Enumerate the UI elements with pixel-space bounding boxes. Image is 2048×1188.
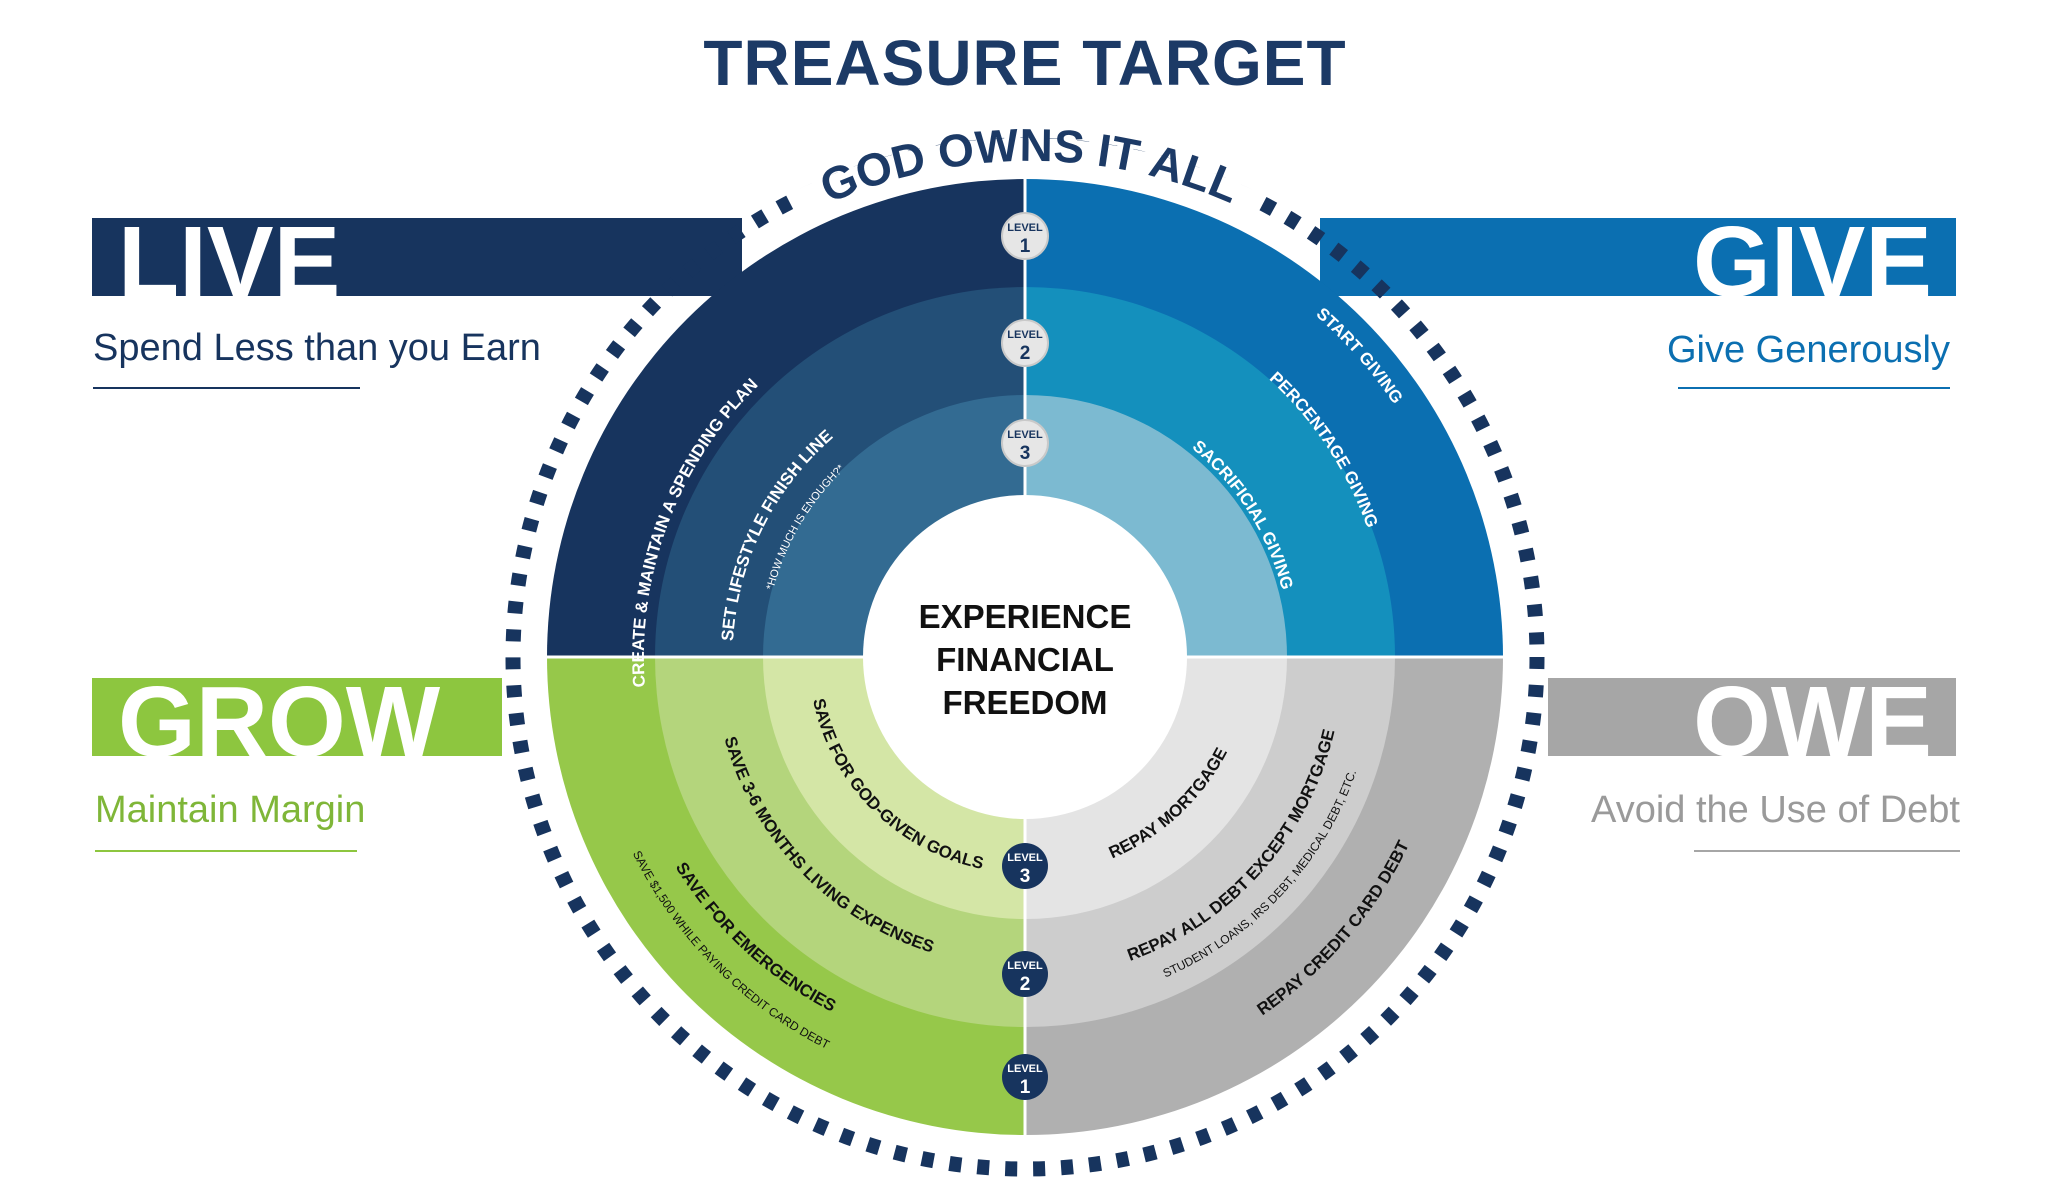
level-badge-bottom-1: LEVEL 1 bbox=[1002, 1054, 1048, 1100]
badge-number: 1 bbox=[1020, 236, 1031, 257]
center-line-2: FINANCIAL bbox=[936, 641, 1114, 678]
live-tagline: Spend Less than you Earn bbox=[93, 327, 541, 369]
badge-number: 3 bbox=[1020, 443, 1031, 464]
badge-label: LEVEL bbox=[1007, 960, 1043, 972]
live-banner: LIVE bbox=[92, 206, 742, 318]
center-line-3: FREEDOM bbox=[943, 684, 1108, 721]
grow-banner: GROW bbox=[92, 666, 502, 778]
give-tagline: Give Generously bbox=[1667, 329, 1950, 371]
badge-number: 1 bbox=[1020, 1077, 1031, 1098]
badge-number: 2 bbox=[1020, 343, 1031, 364]
grow-tagline: Maintain Margin bbox=[95, 789, 365, 831]
level-badge-bottom-2: LEVEL 2 bbox=[1002, 951, 1048, 997]
give-banner-label: GIVE bbox=[1693, 206, 1932, 318]
live-banner-label: LIVE bbox=[118, 206, 340, 318]
badge-label: LEVEL bbox=[1007, 329, 1043, 341]
owe-banner: OWE bbox=[1548, 666, 1956, 778]
grow-banner-label: GROW bbox=[118, 666, 441, 778]
level-badge-top-2: LEVEL 2 bbox=[1001, 319, 1049, 367]
center-circle bbox=[863, 495, 1187, 819]
badge-label: LEVEL bbox=[1007, 222, 1043, 234]
badge-number: 2 bbox=[1020, 974, 1031, 995]
level-badge-top-3: LEVEL 3 bbox=[1001, 419, 1049, 467]
owe-banner-label: OWE bbox=[1693, 666, 1932, 778]
level-badge-bottom-3: LEVEL 3 bbox=[1002, 843, 1048, 889]
page-title: TREASURE TARGET bbox=[703, 27, 1346, 99]
give-banner: GIVE bbox=[1320, 206, 1956, 318]
badge-number: 3 bbox=[1020, 866, 1031, 887]
badge-label: LEVEL bbox=[1007, 429, 1043, 441]
level-badge-top-1: LEVEL 1 bbox=[1001, 212, 1049, 260]
owe-tagline: Avoid the Use of Debt bbox=[1591, 789, 1960, 831]
badge-label: LEVEL bbox=[1007, 1063, 1043, 1075]
badge-label: LEVEL bbox=[1007, 852, 1043, 864]
center-line-1: EXPERIENCE bbox=[919, 598, 1132, 635]
